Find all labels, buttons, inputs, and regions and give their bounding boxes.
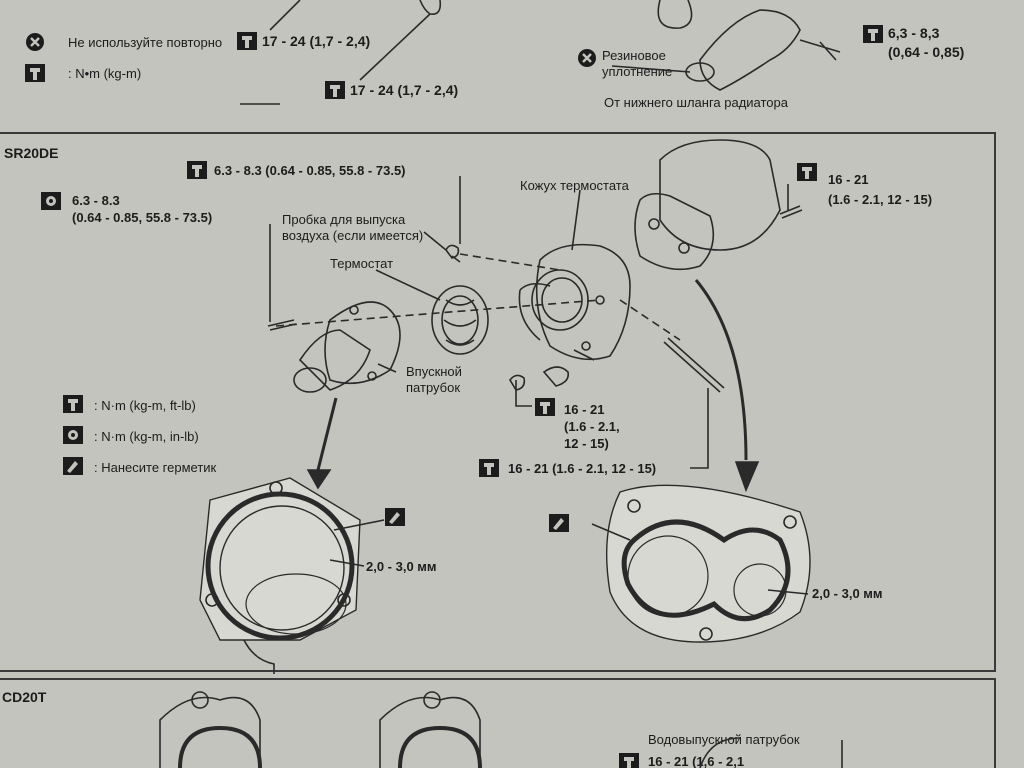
torque-wrench-icon — [535, 398, 555, 416]
rubber-seal-label-line1: Резиновое — [602, 48, 666, 63]
torque-wrench-icon — [479, 459, 499, 477]
torque-wrench-icon — [63, 395, 83, 413]
sealant-icon — [549, 514, 569, 532]
torque-wrench-icon — [187, 161, 207, 179]
inlet-pipe-label-line1: Впускной — [406, 364, 462, 379]
torque-right-line2: (1.6 - 2.1, 12 - 15) — [828, 192, 933, 207]
torque-left-line1: 6.3 - 8.3 — [72, 193, 120, 208]
sealant-icon — [63, 457, 83, 475]
bead-width-left-label: 2,0 - 3,0 мм — [366, 559, 437, 574]
cd20t-panel — [0, 678, 996, 768]
no-reuse-label: Не используйте повторно — [68, 35, 223, 50]
no-reuse-icon — [578, 49, 596, 67]
torque-wrench-icon — [619, 753, 639, 768]
torque-bottom-label: 16 - 21 (1.6 - 2.1, 12 - 15) — [508, 461, 657, 476]
torque-value-3-line1: 6,3 - 8,3 — [888, 25, 940, 41]
torque-wrench-icon — [863, 25, 883, 43]
rubber-seal-label-line2: уплотнение — [602, 64, 673, 79]
torque-wrench-inlb-icon — [63, 426, 83, 444]
torque-wrench-inlb-icon — [41, 192, 61, 210]
sealant-icon — [385, 508, 405, 526]
inlet-pipe-label-line2: патрубок — [406, 380, 461, 395]
torque-wrench-icon — [25, 64, 45, 82]
torque-top-label: 6.3 - 8.3 (0.64 - 0.85, 55.8 - 73.5) — [214, 163, 406, 178]
torque-left-line2: (0.64 - 0.85, 55.8 - 73.5) — [72, 210, 213, 225]
torque-partial-label: 16 - 21 (1,6 - 2,1 — [648, 754, 745, 768]
air-plug-label-line1: Пробка для выпуска — [282, 212, 406, 227]
no-reuse-icon — [26, 33, 44, 51]
torque-mid-line3: 12 - 15) — [564, 436, 609, 451]
torque-value-3-line2: (0,64 - 0,85) — [888, 44, 965, 60]
air-plug-label-line2: воздуха (если имеется) — [282, 228, 424, 243]
legend-inlb-label: : N·m (kg-m, in-lb) — [94, 429, 199, 444]
torque-mid-line1: 16 - 21 — [564, 402, 605, 417]
torque-wrench-icon — [797, 163, 817, 181]
legend-sealant-label: : Нанесите герметик — [94, 460, 217, 475]
from-radiator-hose-label: От нижнего шланга радиатора — [604, 95, 788, 110]
bead-width-right-label: 2,0 - 3,0 мм — [812, 586, 883, 601]
cd20t-section-title: CD20T — [2, 689, 47, 705]
torque-value-2: 17 - 24 (1,7 - 2,4) — [350, 82, 459, 98]
thermostat-label: Термостат — [330, 256, 394, 271]
torque-unit-label: : N•m (kg-m) — [68, 66, 142, 81]
torque-mid-line2: (1.6 - 2.1, — [564, 419, 620, 434]
torque-wrench-icon — [237, 32, 257, 50]
sr20de-section-title: SR20DE — [4, 145, 59, 161]
torque-right-line1: 16 - 21 — [828, 172, 869, 187]
torque-value-1: 17 - 24 (1,7 - 2,4) — [262, 33, 371, 49]
torque-wrench-icon — [325, 81, 345, 99]
water-outlet-label: Водовыпускной патрубок — [648, 732, 800, 747]
legend-ftlb-label: : N·m (kg-m, ft-lb) — [94, 398, 196, 413]
sr20de-panel — [0, 132, 996, 672]
thermostat-housing-label: Кожух термостата — [520, 178, 629, 193]
